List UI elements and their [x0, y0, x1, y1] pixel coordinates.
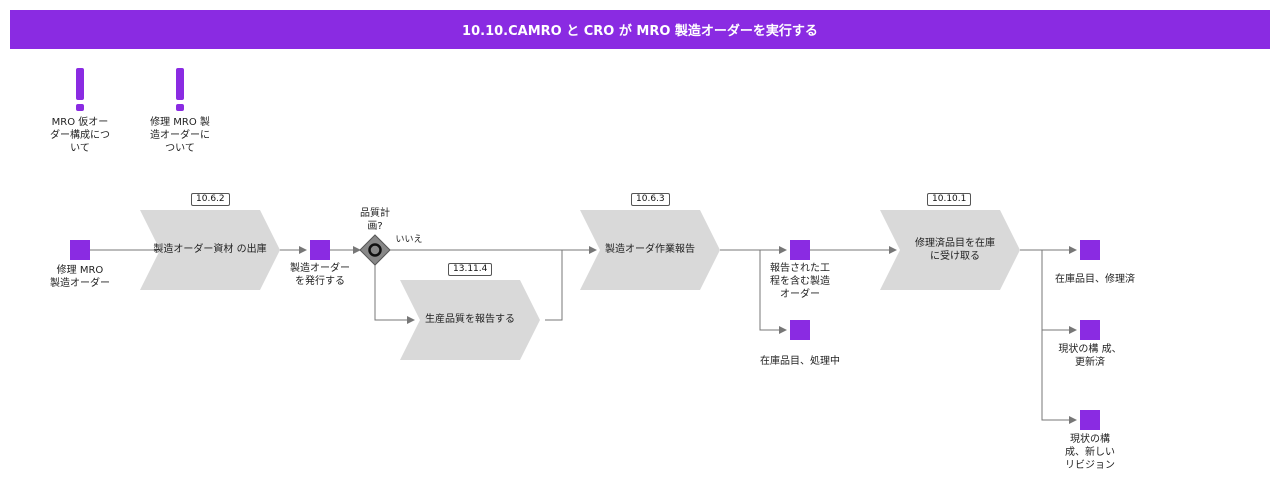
event-start	[70, 240, 90, 260]
connector	[374, 264, 415, 324]
process-receive-repaired	[880, 210, 1020, 290]
process-label[interactable]: 修理済品目を在庫 に受け取る	[915, 238, 995, 262]
event-label: 修理 MRO 製造オーダー	[50, 265, 110, 289]
event-label: 報告された工 程を含む製造 オーダー	[770, 263, 830, 300]
event-label: 在庫品目、修理済	[1055, 274, 1135, 285]
event-label: 在庫品目、処理中	[760, 356, 840, 367]
event-new-revision	[1080, 410, 1100, 430]
note-label: MRO 仮オー ダー構成につ いて	[50, 117, 110, 154]
note-repair-mro-order[interactable]: 修理 MRO 製 造オーダーに ついて	[140, 68, 220, 155]
process-report-work	[580, 210, 720, 290]
process-report-quality	[400, 280, 540, 360]
gateway-quality-plan	[359, 234, 391, 266]
event-repaired	[1080, 240, 1100, 260]
event-label: 現状の構 成、新しい リビジョン	[1065, 434, 1115, 471]
exclamation-icon	[170, 68, 190, 112]
event-reported	[790, 240, 810, 260]
note-label: 修理 MRO 製 造オーダーに ついて	[150, 117, 210, 154]
gateway-label: 品質計 画?	[360, 208, 390, 232]
diagram-title: 10.10.CAMRO と CRO が MRO 製造オーダーを実行する	[462, 24, 818, 39]
exclamation-icon	[70, 68, 90, 112]
process-issue-material	[140, 210, 280, 290]
process-label[interactable]: 製造オーダー資材 の出庫	[153, 244, 267, 255]
event-label: 製造オーダー を発行する	[290, 263, 350, 287]
process-tag: 13.11.4	[448, 263, 493, 276]
connector	[759, 250, 787, 334]
gateway-no-label: いいえ	[395, 235, 423, 245]
process-label[interactable]: 生産品質を報告する	[425, 314, 515, 325]
process-label[interactable]: 製造オーダ作業報告	[605, 244, 695, 255]
event-issued	[310, 240, 330, 260]
connector	[1041, 250, 1077, 334]
connector	[545, 249, 596, 321]
diagram-title-bar: 10.10.CAMRO と CRO が MRO 製造オーダーを実行する	[10, 10, 1270, 49]
connector	[1041, 330, 1077, 424]
process-tag: 10.10.1	[927, 193, 972, 206]
process-tag: 10.6.3	[631, 193, 670, 206]
event-in-process	[790, 320, 810, 340]
event-config-updated	[1080, 320, 1100, 340]
event-label: 現状の構 成、 更新済	[1058, 344, 1122, 368]
note-mro-provisional-order[interactable]: MRO 仮オー ダー構成につ いて	[40, 68, 120, 155]
process-tag: 10.6.2	[191, 193, 230, 206]
